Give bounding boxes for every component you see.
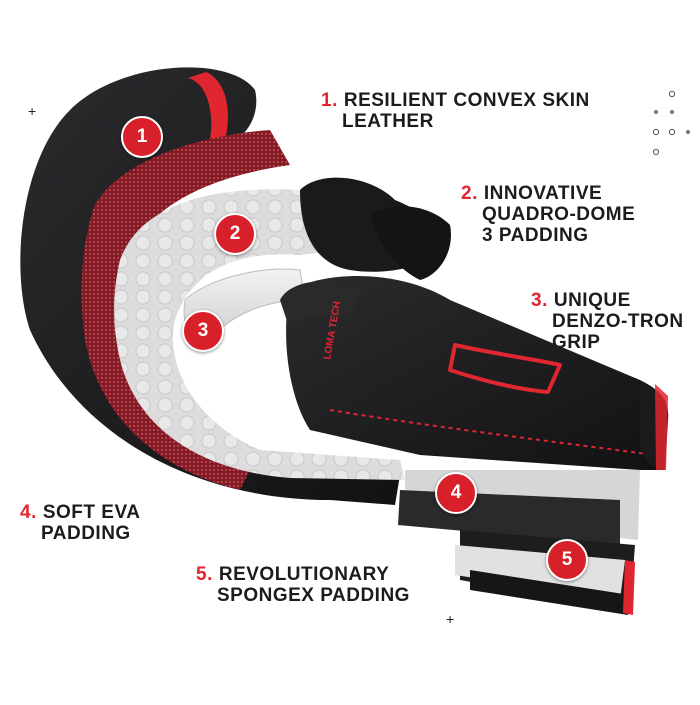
feature-label-3: 3.UNIQUE DENZO-TRON GRIP xyxy=(531,290,684,353)
badge-5: 5 xyxy=(546,539,588,581)
bottom-panel xyxy=(470,570,630,615)
dot-cluster-icon xyxy=(652,90,690,156)
feature-label-2: 2.INNOVATIVE QUADRO-DOME 3 PADDING xyxy=(461,183,636,246)
badge-3: 3 xyxy=(182,310,224,352)
red-stripe xyxy=(188,72,228,140)
badge-4: 4 xyxy=(435,472,477,514)
dome-padding xyxy=(114,189,405,480)
plus-mark-left: + xyxy=(28,103,37,119)
badge-1: 1 xyxy=(121,116,163,158)
badge-2: 2 xyxy=(214,213,256,255)
stitch-line xyxy=(329,409,656,456)
palm-mesh xyxy=(280,281,360,330)
red-piping xyxy=(448,343,562,394)
feature-label-5: 5.REVOLUTIONARY SPONGEX PADDING xyxy=(196,564,410,606)
feature-label-1: 1.RESILIENT CONVEX SKIN LEATHER xyxy=(321,90,590,132)
bottom-red-edge xyxy=(623,560,635,615)
feature-label-4: 4.SOFT EVA PADDING xyxy=(20,502,141,544)
mesh-lining xyxy=(81,130,290,490)
wrist-body xyxy=(286,276,665,470)
thumb-top xyxy=(370,206,451,280)
plus-mark-bottom: + xyxy=(446,611,455,627)
cuff-red-edge xyxy=(655,384,668,470)
